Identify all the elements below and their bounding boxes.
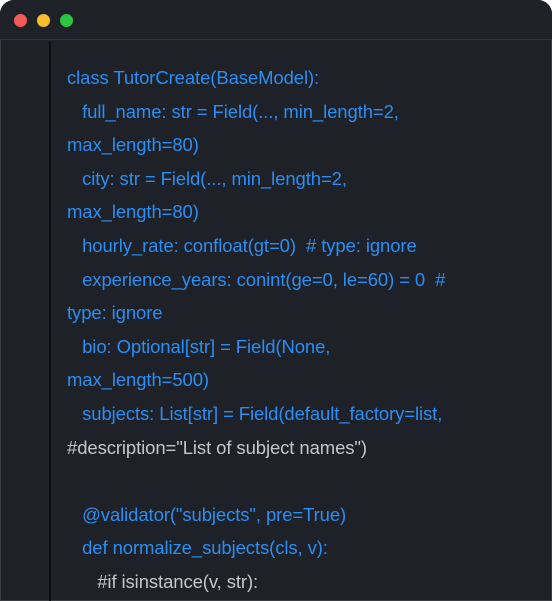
minimize-window-dot-icon[interactable]	[37, 14, 50, 27]
code-line: max_length=80)	[67, 201, 199, 223]
code-line: max_length=80)	[67, 134, 199, 156]
code-line: @validator("subjects", pre=True)	[67, 503, 347, 525]
code-line: def normalize_subjects(cls, v):	[67, 537, 328, 559]
gutter-divider	[49, 41, 51, 601]
code-line: max_length=500)	[67, 369, 209, 391]
code-line: #description="List of subject names")	[67, 436, 367, 458]
code-line: type: ignore	[67, 302, 163, 324]
code-line: class TutorCreate(BaseModel):	[67, 67, 320, 88]
code-block[interactable]: class TutorCreate(BaseModel): full_name:…	[67, 61, 547, 599]
code-line: bio: Optional[str] = Field(None,	[67, 335, 331, 357]
close-window-dot-icon[interactable]	[14, 14, 27, 27]
maximize-window-dot-icon[interactable]	[60, 14, 73, 27]
code-line: hourly_rate: confloat(gt=0) # type: igno…	[67, 234, 417, 256]
code-line: full_name: str = Field(..., min_length=2…	[67, 100, 399, 122]
code-line: experience_years: conint(ge=0, le=60) = …	[67, 268, 446, 290]
code-line: city: str = Field(..., min_length=2,	[67, 167, 347, 189]
code-line: #if isinstance(v, str):	[67, 570, 259, 592]
window-titlebar	[0, 0, 552, 40]
code-line	[67, 464, 547, 498]
code-line: subjects: List[str] = Field(default_fact…	[67, 402, 443, 424]
